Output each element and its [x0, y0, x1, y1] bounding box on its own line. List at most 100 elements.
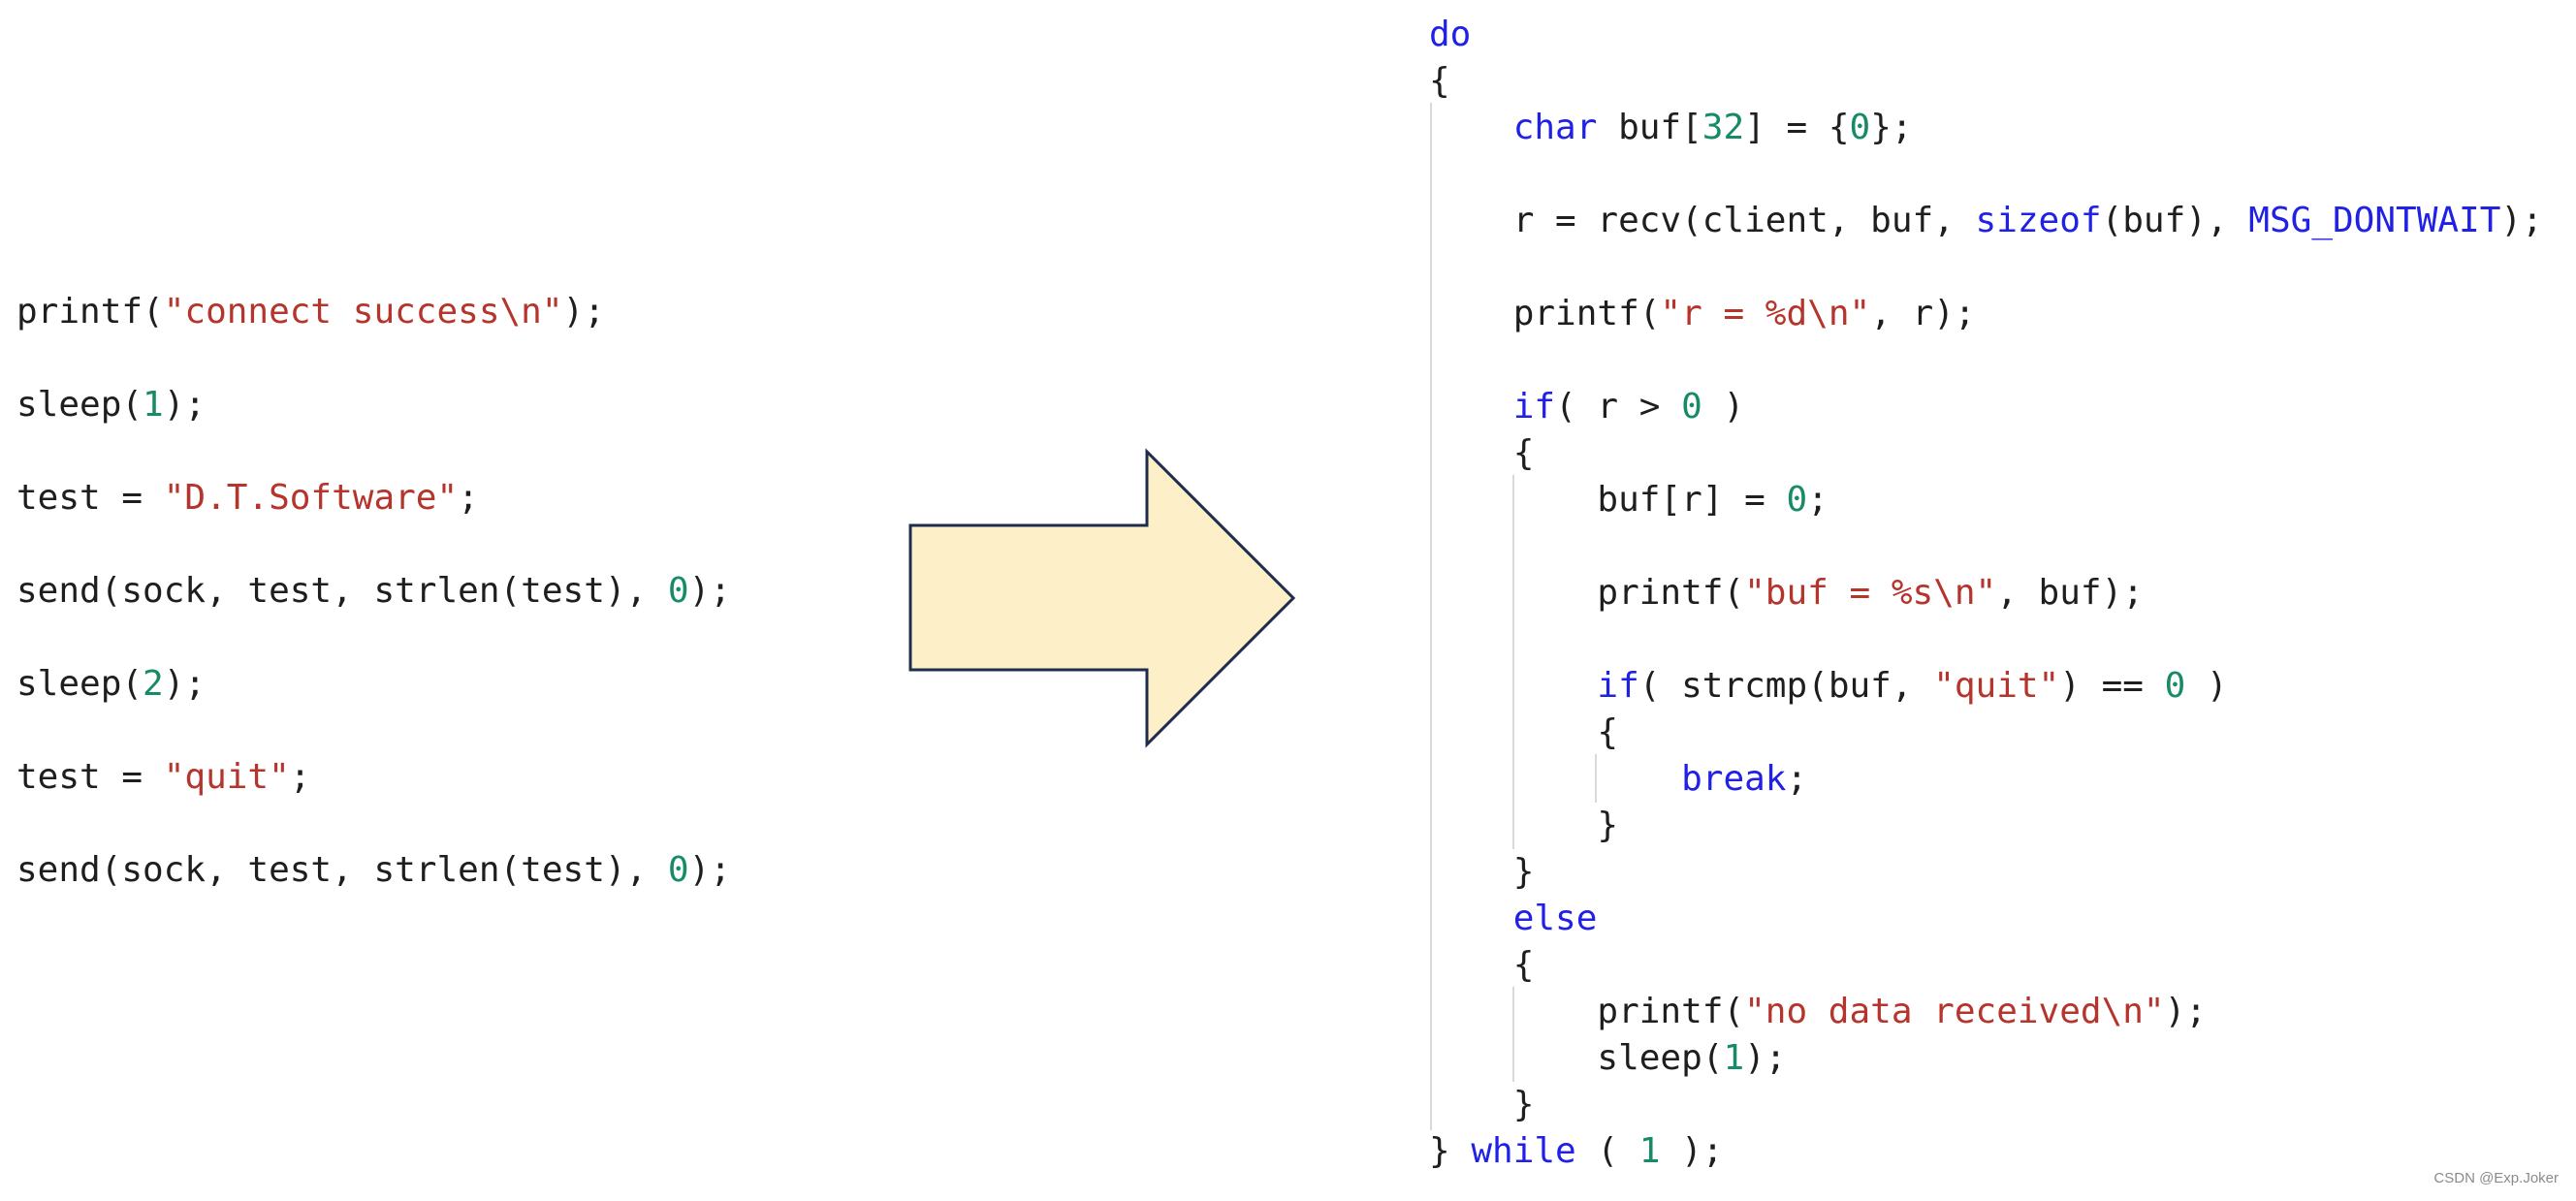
keyword-token: sizeof	[1975, 201, 2102, 240]
code-token: (buf),	[2101, 201, 2249, 240]
code-token: (	[1575, 1131, 1639, 1171]
code-token: ;	[1786, 759, 1808, 799]
server-code-line: printf("buf = %s\n", buf);	[1429, 570, 2543, 616]
code-token: {	[1429, 712, 1619, 752]
server-code-line: {	[1429, 710, 2543, 756]
keyword-token: MSG_DONTWAIT	[2248, 201, 2501, 240]
code-token: test =	[16, 757, 164, 797]
code-token: printf(	[1429, 573, 1745, 613]
number-token: 0	[1786, 480, 1808, 520]
code-token: );	[2500, 201, 2543, 240]
client-code-line: sleep(2);	[16, 661, 731, 708]
number-token: 0	[1681, 387, 1702, 427]
server-code-line: sleep(1);	[1429, 1035, 2543, 1082]
code-token: ( strcmp(buf,	[1638, 666, 1934, 706]
string-token: "no data received\n"	[1744, 992, 2165, 1031]
code-token: buf[r] =	[1429, 480, 1787, 520]
client-code-line: printf("connect success\n");	[16, 289, 731, 335]
code-token: printf(	[16, 292, 164, 332]
number-token: 32	[1701, 108, 1745, 147]
code-token: send(sock, test, strlen(test),	[16, 571, 668, 611]
server-code-line: printf("r = %d\n", r);	[1429, 291, 2543, 337]
server-code-line: }	[1429, 1082, 2543, 1128]
keyword-token: char	[1512, 108, 1598, 147]
string-token: "buf = %s\n"	[1744, 573, 1997, 613]
code-token: printf(	[1429, 992, 1745, 1031]
code-token: );	[163, 385, 207, 425]
number-token: 1	[1638, 1131, 1661, 1171]
code-token: sleep(	[16, 664, 143, 704]
code-token: ( r >	[1555, 387, 1682, 427]
code-token: ] = {	[1744, 108, 1850, 147]
string-token: "D.T.Software"	[163, 478, 459, 518]
code-token: test =	[16, 478, 164, 518]
code-token: }	[1429, 1131, 1472, 1171]
indent-guide-else-block	[1512, 987, 1514, 1082]
code-token: printf(	[1429, 294, 1661, 333]
code-token: , r);	[1870, 294, 1976, 333]
string-token: "r = %d\n"	[1660, 294, 1871, 333]
server-code-line: if( r > 0 )	[1429, 384, 2543, 430]
code-token: ;	[289, 757, 311, 797]
server-code-line: do	[1429, 12, 2543, 58]
number-token: 0	[667, 850, 689, 890]
client-code-line: test = "quit";	[16, 754, 731, 801]
server-code-line: }	[1429, 849, 2543, 896]
server-code-line: char buf[32] = {0};	[1429, 105, 2543, 151]
number-token: 2	[143, 664, 164, 704]
client-code-block: printf("connect success\n");sleep(1);tes…	[16, 289, 731, 894]
keyword-token: break	[1681, 759, 1787, 799]
number-token: 0	[1849, 108, 1871, 147]
server-code-line: } while ( 1 );	[1429, 1128, 2543, 1175]
client-code-line: send(sock, test, strlen(test), 0);	[16, 568, 731, 615]
code-token: );	[688, 571, 731, 611]
code-token: }	[1429, 852, 1535, 892]
client-code-line: sleep(1);	[16, 382, 731, 428]
code-token: );	[2164, 992, 2207, 1031]
keyword-token: if	[1597, 666, 1639, 706]
client-code-line: send(sock, test, strlen(test), 0);	[16, 847, 731, 894]
indent-guide-if-block	[1512, 475, 1514, 849]
code-token: ;	[1807, 480, 1829, 520]
server-code-line: r = recv(client, buf, sizeof(buf), MSG_D…	[1429, 198, 2543, 244]
keyword-token: while	[1471, 1131, 1576, 1171]
server-code-line: {	[1429, 58, 2543, 105]
indent-guide-break-block	[1595, 754, 1597, 803]
string-token: "connect success\n"	[163, 292, 563, 332]
code-token: );	[1660, 1131, 1724, 1171]
server-code-line: else	[1429, 896, 2543, 942]
code-token: ) ==	[2059, 666, 2165, 706]
code-token: {	[1429, 433, 1535, 473]
number-token: 0	[667, 571, 689, 611]
code-token: sleep(	[1429, 1038, 1724, 1078]
server-code-line: buf[r] = 0;	[1429, 477, 2543, 523]
client-code-line: test = "D.T.Software";	[16, 475, 731, 521]
code-token: );	[163, 664, 207, 704]
code-token: );	[1744, 1038, 1787, 1078]
code-token: }	[1429, 806, 1619, 845]
keyword-token: else	[1512, 899, 1598, 938]
string-token: "quit"	[1933, 666, 2060, 706]
server-code-line: {	[1429, 942, 2543, 989]
indent-guide-do-block	[1430, 103, 1432, 1130]
arrow-shape	[908, 448, 1296, 748]
keyword-token: if	[1512, 387, 1556, 427]
code-token: )	[2185, 666, 2228, 706]
number-token: 1	[143, 385, 164, 425]
code-token: )	[1701, 387, 1745, 427]
server-code-block: do{ char buf[32] = {0}; r = recv(client,…	[1429, 12, 2543, 1175]
code-token: send(sock, test, strlen(test),	[16, 850, 668, 890]
code-token: r = recv(client, buf,	[1429, 201, 1976, 240]
code-token: );	[688, 850, 731, 890]
watermark: CSDN @Exp.Joker	[2433, 1170, 2559, 1186]
code-token: );	[562, 292, 605, 332]
server-code-line: printf("no data received\n");	[1429, 989, 2543, 1035]
code-token: sleep(	[16, 385, 143, 425]
server-code-line: {	[1429, 430, 2543, 477]
keyword-token: do	[1429, 15, 1472, 54]
code-token: buf[	[1597, 108, 1702, 147]
server-code-line: }	[1429, 803, 2543, 849]
number-token: 1	[1723, 1038, 1745, 1078]
code-token: ;	[458, 478, 479, 518]
